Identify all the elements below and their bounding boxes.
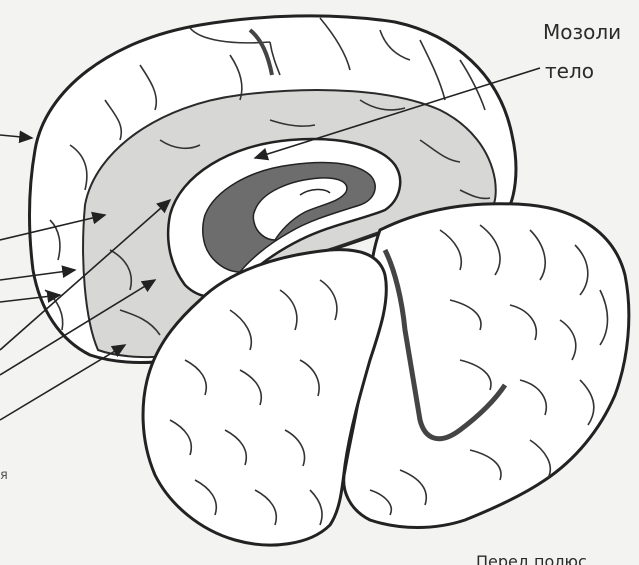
left-cut-label: я [0,468,8,483]
corpus-callosum-label-line2: тело [545,59,594,83]
anterior-pole-label: Перед полюс [476,552,587,565]
corpus-callosum-label-line1: Мозоли [543,20,621,44]
